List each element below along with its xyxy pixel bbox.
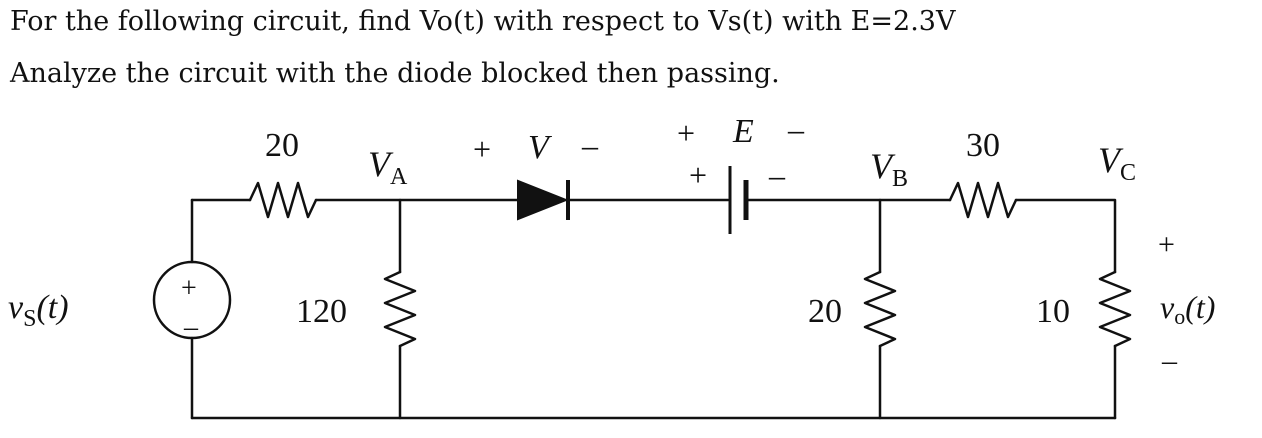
output-label: vo(t) (1160, 289, 1215, 329)
resistor-120-shunt (383, 270, 417, 348)
battery-label-name: E (732, 113, 754, 150)
resistor-20-shunt (863, 270, 897, 348)
output-minus: – (1161, 344, 1178, 377)
output-plus: + (1158, 228, 1175, 261)
resistor-30-series (948, 181, 1018, 219)
diode-voltage-plus: + (473, 131, 491, 167)
source-minus: – (183, 312, 199, 343)
node-b-label: VB (870, 146, 908, 192)
source-plus: + (181, 273, 197, 304)
node-c-label: VC (1098, 140, 1136, 186)
question-line-1: For the following circuit, find Vo(t) wi… (10, 6, 956, 37)
battery-terminal-minus: – (768, 157, 786, 193)
resistor-10-load (1098, 270, 1132, 348)
battery-label-plus: + (677, 115, 695, 151)
label-r-series-right: 30 (966, 127, 1000, 164)
resistor-20-series (248, 181, 318, 219)
voltage-source (152, 260, 232, 340)
source-label: vS(t) (8, 289, 69, 332)
label-r-load: 10 (1036, 293, 1070, 330)
battery-terminal-plus: + (689, 157, 707, 193)
label-r-shunt-a: 120 (296, 293, 347, 330)
battery-label-minus: – (787, 111, 805, 147)
node-a-label: VA (368, 144, 408, 190)
diode-voltage-minus: – (581, 127, 599, 163)
diode-voltage-name: V (528, 129, 553, 166)
label-r-series-left: 20 (265, 127, 299, 164)
label-r-shunt-b: 20 (808, 293, 842, 330)
question-line-2: Analyze the circuit with the diode block… (10, 58, 780, 89)
diode-symbol (517, 179, 569, 221)
wire-top-right (1014, 198, 1117, 274)
